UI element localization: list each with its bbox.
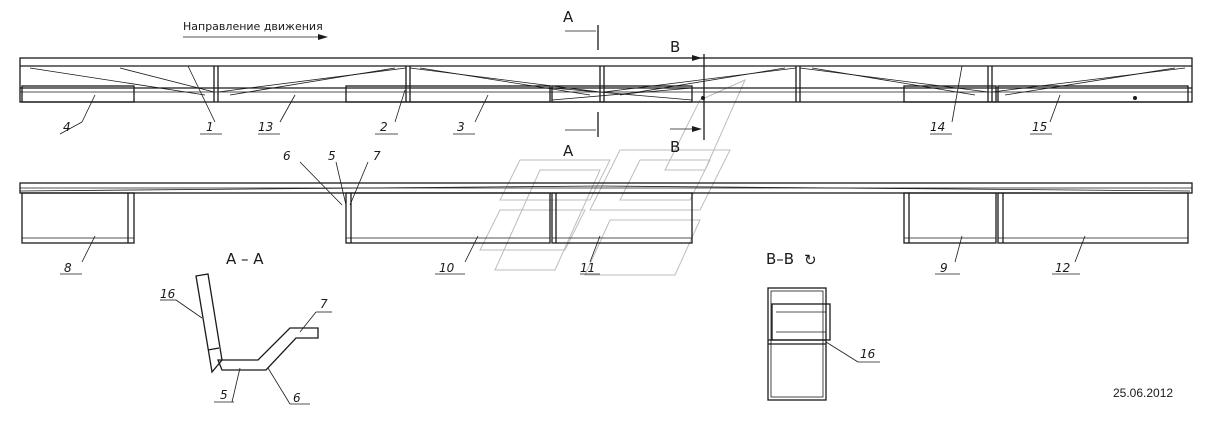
- section-a-mark-bottom: A: [563, 142, 574, 160]
- part-label-8: 8: [64, 261, 72, 275]
- section-a-profile: [160, 273, 332, 405]
- part-label-10: 10: [439, 261, 455, 275]
- part-label-11: 11: [580, 261, 595, 275]
- section-b-profile: [767, 287, 880, 401]
- direction-label: Направление движения: [183, 20, 323, 33]
- section-a-view-title: A – A: [226, 250, 264, 268]
- section-a-mark-top: A: [563, 8, 574, 26]
- section-b-mark-top: B: [670, 38, 680, 56]
- detail-label-aa-16: 16: [160, 287, 176, 301]
- part-label-13: 13: [258, 120, 273, 134]
- watermark-logo: [479, 79, 746, 276]
- drawing-date: 25.06.2012: [1113, 386, 1173, 400]
- detail-label-aa-7: 7: [320, 297, 328, 311]
- part-label-2: 2: [380, 120, 388, 134]
- part-label-6: 6: [283, 149, 291, 163]
- section-a-cut: A A: [563, 8, 599, 160]
- part-label-12: 12: [1055, 261, 1070, 275]
- part-label-14: 14: [930, 120, 945, 134]
- lower-leaders: [60, 161, 1086, 275]
- part-label-3: 3: [457, 120, 465, 134]
- part-label-1: 1: [206, 120, 214, 134]
- section-b-mark-bottom: B: [670, 138, 680, 156]
- part-label-9: 9: [940, 261, 948, 275]
- lower-frame: [19, 182, 1193, 244]
- direction-arrow-head: [318, 34, 328, 40]
- part-label-15: 15: [1032, 120, 1047, 134]
- view-rotated-icon: ↻: [804, 251, 817, 269]
- section-b-view-title: B–B: [766, 250, 794, 268]
- upper-frame: [19, 57, 1193, 103]
- part-label-7: 7: [373, 149, 381, 163]
- part-label-4: 4: [63, 120, 71, 134]
- upper-leaders: [59, 65, 1061, 135]
- part-label-5: 5: [328, 149, 336, 163]
- detail-label-aa-6: 6: [293, 391, 301, 405]
- detail-label-aa-5: 5: [220, 388, 228, 402]
- detail-label-bb-16: 16: [860, 347, 876, 361]
- section-b-cut: B B: [670, 38, 705, 156]
